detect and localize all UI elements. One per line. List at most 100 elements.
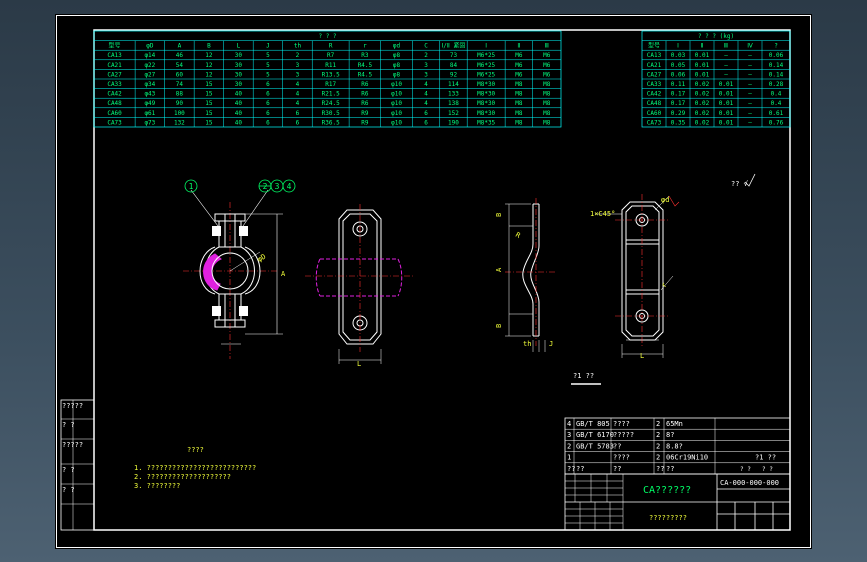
- table-main-cell: R11: [325, 62, 336, 69]
- table-main-header: r: [363, 43, 367, 50]
- parts-list-cell: 8?: [666, 431, 674, 439]
- balloon-3[interactable]: 3: [275, 182, 280, 191]
- table-weight-cell: 0.4: [771, 91, 782, 98]
- table-weight-cell: 0.17: [671, 100, 686, 107]
- parts-list-cell: 2: [656, 431, 660, 439]
- balloon-4[interactable]: 4: [287, 182, 292, 191]
- side-stamp-label: ? ?: [62, 421, 75, 429]
- balloon-group[interactable]: 1 2 3 4: [184, 179, 296, 193]
- table-main-cell: 6: [424, 119, 428, 126]
- table-main-header: C: [424, 43, 428, 50]
- table-main-cell: 40: [235, 119, 243, 126]
- table-main-cell: M6*25: [477, 62, 495, 69]
- scale-cell: ? ?: [762, 466, 773, 473]
- table-main-cell: 15: [205, 110, 213, 117]
- table-main-cell: 54: [176, 62, 184, 69]
- table-weight-cell: —: [748, 100, 752, 107]
- table-main-header: B: [207, 43, 211, 50]
- table-weight-cell: —: [748, 62, 752, 69]
- parts-list-cell: ??: [613, 442, 621, 450]
- table-main-cell: 3: [296, 62, 300, 69]
- table-weight-cell: —: [748, 71, 752, 78]
- table-weight-cell: CA21: [647, 62, 662, 69]
- table-weight-header: Ⅱ: [701, 43, 704, 50]
- table-main-cell: 6: [266, 91, 270, 98]
- table-weight-cell: 0.03: [671, 52, 686, 59]
- table-weight-cell: —: [748, 52, 752, 59]
- parts-list-header: ??: [567, 465, 575, 473]
- plate-view[interactable]: [595, 194, 680, 358]
- table-main-cell: φ34: [144, 81, 155, 88]
- table-main-cell: CA42: [107, 91, 122, 98]
- table-main-cell: 4: [296, 91, 300, 98]
- balloon-2[interactable]: 2: [263, 182, 268, 191]
- side-stamp-label: ? ?: [62, 486, 75, 494]
- table-main-cell: 46: [176, 52, 184, 59]
- table-weight-cell: 0.01: [695, 62, 710, 69]
- table-main-cell: M8: [543, 100, 551, 107]
- parts-list-header: ??: [613, 465, 621, 473]
- table-weight-cell: —: [724, 52, 728, 59]
- table-main-cell: M8: [543, 91, 551, 98]
- table-main-cell: R7: [327, 52, 335, 59]
- table-weight-cell: —: [748, 81, 752, 88]
- table-main-header: φD: [146, 43, 154, 50]
- table-main-cell: R6: [361, 91, 369, 98]
- table-weight-cell: 0.01: [719, 100, 734, 107]
- table-main-cell: φ22: [144, 62, 155, 69]
- section-label: ?1 ??: [573, 372, 594, 380]
- table-main-cell: 12: [205, 71, 213, 78]
- table-main-cell: 6: [296, 119, 300, 126]
- table-main-cell: 73: [450, 52, 458, 59]
- table-main-cell: φ10: [391, 81, 402, 88]
- weight-table[interactable]: ? ? ? (kg)型号CA13CA21CA27CA33CA42CA48CA60…: [641, 30, 791, 128]
- parts-list-cell: ?????: [613, 431, 634, 439]
- table-main-cell: 15: [205, 81, 213, 88]
- table-weight-cell: 0.14: [769, 62, 784, 69]
- table-main-cell: R6: [361, 81, 369, 88]
- table-main-cell: CA33: [107, 81, 122, 88]
- drawing-canvas[interactable]: ?????? ??????? ?? ? ? ? ?型号CA13CA21CA27C…: [55, 14, 812, 549]
- table-main-cell: 30: [235, 52, 243, 59]
- table-weight-cell: —: [748, 91, 752, 98]
- assembly-view[interactable]: [183, 189, 283, 359]
- technical-notes: ???? 1. ?????????????????????????? 2. ??…: [134, 446, 256, 490]
- parameter-table[interactable]: ? ? ?型号CA13CA21CA27CA33CA42CA48CA60CA73φ…: [93, 30, 562, 128]
- table-main-cell: φ10: [391, 110, 402, 117]
- drawing-number[interactable]: CA-000-000-000: [720, 479, 779, 487]
- parts-list-cell: 06Cr19Ni10: [666, 454, 708, 462]
- table-main-cell: R4.5: [358, 62, 373, 69]
- balloon-1[interactable]: 1: [189, 182, 194, 191]
- table-main-cell: 4: [296, 81, 300, 88]
- parts-list-cell: ????: [613, 454, 630, 462]
- chamfer-label: 1×C45°: [590, 210, 615, 218]
- table-weight-cell: 0.01: [719, 91, 734, 98]
- note-2: 2. ????????????????????: [134, 473, 231, 481]
- parts-list-cell: GB/T 6170: [576, 431, 614, 439]
- table-main-cell: R30.5: [322, 110, 340, 117]
- table-weight-cell: 0.01: [719, 110, 734, 117]
- table-main-cell: M8: [515, 91, 523, 98]
- table-main-cell: 6: [266, 119, 270, 126]
- table-weight-cell: 0.61: [769, 110, 784, 117]
- table-main-cell: R9: [361, 119, 369, 126]
- table-main-cell: 30: [235, 62, 243, 69]
- table-main-cell: 6: [266, 100, 270, 107]
- side-profile-view[interactable]: [505, 198, 555, 352]
- parts-list-cell: 65Mn: [666, 420, 683, 428]
- table-main-cell: 74: [176, 81, 184, 88]
- table-main-header: Ⅲ: [545, 43, 549, 50]
- parts-list-cell: GB/T 805: [576, 420, 610, 428]
- table-main-cell: M8: [515, 100, 523, 107]
- parts-list-cell: 3: [567, 431, 571, 439]
- table-main-cell: 40: [235, 91, 243, 98]
- drawing-name[interactable]: CA??????: [643, 485, 691, 496]
- table-main-cell: 60: [176, 71, 184, 78]
- top-view[interactable]: [305, 204, 413, 364]
- title-block[interactable]: [564, 473, 791, 531]
- note-1: 1. ??????????????????????????: [134, 464, 256, 472]
- table-main-cell: 190: [448, 119, 459, 126]
